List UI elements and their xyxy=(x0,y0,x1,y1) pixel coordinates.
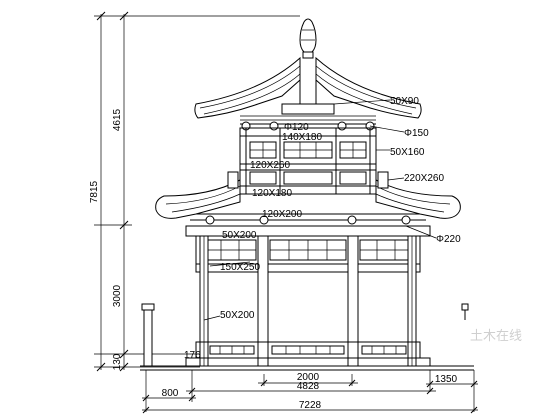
upper-height-label: 4615 xyxy=(112,108,123,131)
label-50x90: 50X90 xyxy=(390,96,419,107)
label-120x180: 120X180 xyxy=(252,188,292,199)
member-callouts: 50X90 Φ120 140X180 Φ150 50X160 120X260 1… xyxy=(184,96,461,361)
upper-storey xyxy=(239,127,377,195)
label-176: 176 xyxy=(184,350,201,361)
label-120x260: 120X260 xyxy=(250,160,290,171)
label-150x250: 150X250 xyxy=(220,262,260,273)
horizontal-dimension-chain: 2000 4828 800 1350 7228 xyxy=(142,370,478,414)
right-offset-dimension: 1350 xyxy=(435,374,458,385)
callout-leaders xyxy=(203,99,437,321)
base-height-label: 130 xyxy=(112,353,123,370)
vertical-dimension-chain: 7815 4615 3000 130 xyxy=(89,11,300,372)
roof-finial xyxy=(299,18,317,59)
center-bay-dimension: 2000 xyxy=(297,372,320,383)
label-50x160: 50X160 xyxy=(390,147,425,158)
label-220x260: 220X260 xyxy=(404,173,444,184)
lower-storey xyxy=(185,235,431,367)
ground-and-base xyxy=(140,303,474,371)
watermark-text: 土木在线 xyxy=(470,329,522,344)
total-height-label: 7815 xyxy=(89,180,100,203)
lower-height-label: 3000 xyxy=(112,284,123,307)
column-span-dimension: 4828 xyxy=(297,381,320,392)
label-140x180: 140X180 xyxy=(282,132,322,143)
label-dia-220: Φ220 xyxy=(436,234,461,245)
label-120x200: 120X200 xyxy=(262,209,302,220)
label-50x200-lower: 50X200 xyxy=(220,310,255,321)
total-width-dimension: 7228 xyxy=(299,400,322,411)
label-50x200-upper: 50X200 xyxy=(222,230,257,241)
upper-roof xyxy=(194,56,422,131)
label-dia-150: Φ150 xyxy=(404,128,429,139)
lower-roof xyxy=(155,171,461,237)
left-offset-dimension: 800 xyxy=(162,388,179,399)
label-dia-120: Φ120 xyxy=(284,122,309,133)
